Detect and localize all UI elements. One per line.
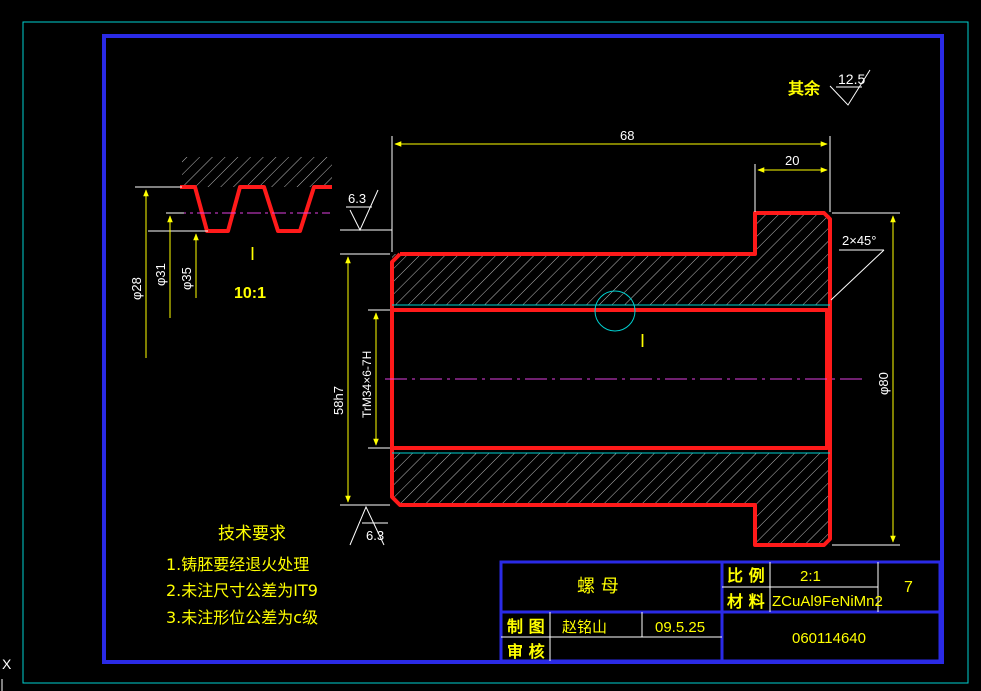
dim-80-lines [832,212,900,546]
dim-flange-length: 20 [785,153,799,168]
hatch-lower [392,453,830,545]
detail-d1: φ28 [129,277,144,300]
detail-d3: φ35 [179,267,194,290]
dim-chamfer: 2×45° [842,233,876,248]
dim-thread-lines [368,309,390,449]
outer-frame [22,21,969,684]
dim-outer-diameter: φ80 [876,372,891,395]
detail-d2: φ31 [153,263,168,286]
roughness-general-symbol [829,69,871,106]
detail-circle [594,290,636,332]
detail-profile [180,185,332,233]
material-value: ZCuAl9FeNiMn2 [772,593,883,610]
scale-value: 2:1 [800,568,821,585]
dim-68-lines [391,136,831,252]
roughness-bottom-symbol [349,505,385,546]
check-label: 审 核 [507,642,545,661]
roughness-bottom-value: 6.3 [366,528,384,543]
ucs-axis-glyph: X [2,656,12,672]
roughness-top-symbol [349,189,379,232]
dim-total-length: 68 [620,128,634,143]
roughness-general-label: 其余 [788,79,821,98]
dim-20-lines [754,164,828,212]
drawn-by: 赵铭山 [562,618,607,636]
roughness-general-value: 12.5 [838,71,865,87]
drawn-label: 制 图 [507,617,545,636]
roughness-top-value: 6.3 [348,191,366,206]
chamfer-leader [830,249,885,301]
detail-marker: I [640,331,645,351]
drawing-number: 060114640 [792,630,866,647]
detail-label: I [250,244,255,264]
tech-req-item-3: 3.未注形位公差为c级 [166,608,318,627]
detail-scale: 10:1 [234,285,266,302]
tech-req-title: 技术要求 [218,524,286,544]
part-name: 螺 母 [577,576,619,597]
tech-req-item-1: 1.铸胚要经退火处理 [166,555,309,574]
detail-dim-lines [135,186,208,358]
sheet-number: 7 [904,579,913,596]
title-block [499,560,942,663]
drawn-date: 09.5.25 [655,619,705,636]
detail-hatch [182,157,332,187]
scale-label: 比 例 [727,566,765,585]
hatch-upper [392,215,830,305]
tech-req-item-2: 2.未注尺寸公差为IT9 [166,581,318,600]
dim-body-fit: 58h7 [331,386,346,415]
material-label: 材 料 [727,592,765,611]
dim-58-lines [340,253,390,506]
dim-thread-spec: TrM34×6-7H [360,351,374,418]
